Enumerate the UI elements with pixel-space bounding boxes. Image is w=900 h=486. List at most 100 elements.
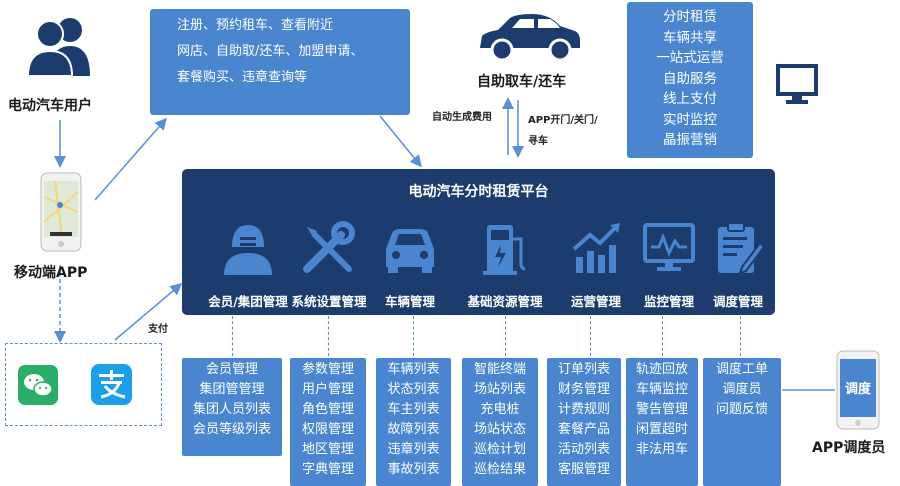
right-feature-item: 晶振营销	[663, 132, 717, 148]
list-item[interactable]: 巡检计划	[473, 442, 526, 457]
connector	[232, 316, 233, 356]
list-item[interactable]: 轨迹回放	[635, 362, 688, 377]
list-item[interactable]: 非法用车	[635, 442, 688, 457]
sub-list-dispatch: 调度工单 调度员 问题反馈	[703, 358, 781, 486]
users-icon	[26, 18, 90, 76]
list-item[interactable]: 故障列表	[387, 422, 440, 437]
right-feature-item: 分时租赁	[663, 9, 717, 25]
list-item[interactable]: 问题反馈	[715, 402, 768, 417]
right-features-box: 分时租赁 车辆共享 一站式运营 自助服务 线上支付 实时监控 晶振营销	[627, 2, 753, 158]
pay-annotation: 支付	[148, 324, 168, 335]
desktop-monitor-icon	[776, 64, 818, 104]
tools-icon	[303, 221, 355, 273]
sub-list-monitoring: 轨迹回放 车辆监控 警告管理 闲置超时 非法用车	[626, 358, 698, 486]
sub-list-operations: 订单列表 财务管理 计费规则 套餐产品 活动列表 客服管理	[547, 358, 621, 486]
module-system[interactable]: 系统设置管理	[284, 219, 374, 309]
car-icon	[480, 14, 580, 62]
wechat-pay-icon[interactable]	[18, 365, 58, 405]
module-operations[interactable]: 运营管理	[551, 219, 641, 309]
charger-icon	[483, 225, 526, 275]
car-icon	[386, 229, 434, 273]
list-item[interactable]: 会员管理	[205, 362, 258, 377]
list-item[interactable]: 参数管理	[301, 362, 354, 377]
connector	[328, 316, 329, 356]
list-item[interactable]: 场站列表	[473, 382, 526, 397]
module-dispatch[interactable]: 调度管理	[693, 219, 783, 309]
list-item[interactable]: 计费规则	[557, 402, 610, 417]
right-feature-item: 实时监控	[663, 111, 717, 128]
sub-list-resource: 智能终端 场站列表 充电桩 场站状态 巡检计划 巡检结果	[462, 358, 538, 486]
list-item[interactable]: 活动列表	[557, 442, 610, 457]
payment-methods-box	[5, 343, 162, 426]
list-item[interactable]: 财务管理	[557, 382, 610, 397]
users-label: 电动汽车用户	[8, 98, 92, 114]
connector	[413, 316, 414, 356]
list-item[interactable]: 巡检结果	[473, 462, 526, 477]
self-service-label: 自助取车/还车	[477, 74, 567, 90]
module-label: 调度管理	[712, 294, 763, 309]
module-label: 车辆管理	[384, 294, 435, 309]
connector	[590, 316, 591, 356]
top-feature-line-1: 注册、预约租车、查看附近	[177, 18, 334, 33]
connector	[505, 316, 506, 356]
module-label: 运营管理	[570, 294, 621, 309]
alipay-icon[interactable]	[91, 364, 132, 405]
dispatcher-label: APP调度员	[812, 440, 886, 456]
list-item[interactable]: 套餐产品	[557, 422, 610, 437]
module-label: 基础资源管理	[467, 294, 543, 309]
list-item[interactable]: 充电桩	[480, 402, 520, 417]
list-item[interactable]: 会员等级列表	[192, 422, 271, 437]
module-vehicle[interactable]: 车辆管理	[365, 219, 455, 309]
list-item[interactable]: 事故列表	[387, 462, 440, 477]
list-item[interactable]: 状态列表	[387, 382, 440, 397]
module-label: 会员/集团管理	[208, 294, 288, 309]
list-item[interactable]: 字典管理	[301, 462, 354, 477]
list-item[interactable]: 场站状态	[473, 422, 526, 437]
right-feature-item: 线上支付	[663, 91, 717, 107]
chart-icon	[572, 223, 620, 273]
list-item[interactable]: 车辆列表	[387, 362, 440, 377]
list-item[interactable]: 车主列表	[387, 402, 440, 417]
module-label: 监控管理	[643, 294, 694, 309]
list-item[interactable]: 权限管理	[301, 422, 354, 437]
right-feature-item: 自助服务	[663, 70, 717, 87]
list-item[interactable]: 集团人员列表	[192, 402, 271, 417]
member-icon	[224, 225, 272, 275]
list-item[interactable]: 角色管理	[301, 402, 354, 417]
list-item[interactable]: 车辆监控	[635, 382, 688, 397]
list-item[interactable]: 集团管管理	[199, 382, 265, 397]
dispatcher-phone-text: 调度	[844, 382, 871, 397]
monitor-icon	[643, 223, 695, 271]
connector	[662, 316, 663, 356]
list-item[interactable]: 订单列表	[557, 362, 610, 377]
sub-list-vehicle: 车辆列表 状态列表 车主列表 故障列表 违章列表 事故列表	[376, 358, 451, 486]
list-item[interactable]: 地区管理	[301, 442, 354, 457]
connector	[740, 316, 741, 356]
platform-title: 电动汽车分时租赁平台	[408, 184, 549, 200]
module-monitoring[interactable]: 监控管理	[624, 219, 714, 309]
module-resource[interactable]: 基础资源管理	[460, 219, 550, 309]
list-item[interactable]: 客服管理	[557, 462, 610, 477]
mobile-app-label: 移动端APP	[14, 265, 88, 281]
top-feature-line-3: 套餐购买、违章查询等	[177, 70, 308, 85]
list-item[interactable]: 警告管理	[635, 402, 688, 417]
module-label: 系统设置管理	[291, 294, 367, 309]
mobile-phone-icon	[40, 172, 82, 252]
list-item[interactable]: 违章列表	[387, 442, 440, 457]
module-member[interactable]: 会员/集团管理	[203, 219, 293, 309]
dispatcher-phone-icon	[836, 350, 880, 430]
top-features-box: 注册、预约租车、查看附近 网店、自助取/还车、加盟申请、 套餐购买、违章查询等	[150, 9, 410, 115]
top-feature-line-2: 网店、自助取/还车、加盟申请、	[177, 44, 364, 59]
app-ops-annotation-2: 寻车	[528, 136, 548, 147]
right-feature-item: 一站式运营	[656, 50, 724, 66]
clipboard-icon	[718, 222, 766, 275]
platform-panel: 电动汽车分时租赁平台 会员/集团管理 系统设置管理 车辆管理	[182, 169, 775, 315]
list-item[interactable]: 闲置超时	[635, 422, 688, 437]
app-ops-annotation-1: APP开门/关门/	[528, 115, 598, 126]
sub-list-member: 会员管理 集团管管理 集团人员列表 会员等级列表	[182, 358, 282, 456]
list-item[interactable]: 智能终端	[473, 362, 526, 377]
list-item[interactable]: 调度员	[722, 382, 762, 397]
list-item[interactable]: 用户管理	[301, 382, 354, 397]
list-item[interactable]: 调度工单	[715, 362, 768, 377]
